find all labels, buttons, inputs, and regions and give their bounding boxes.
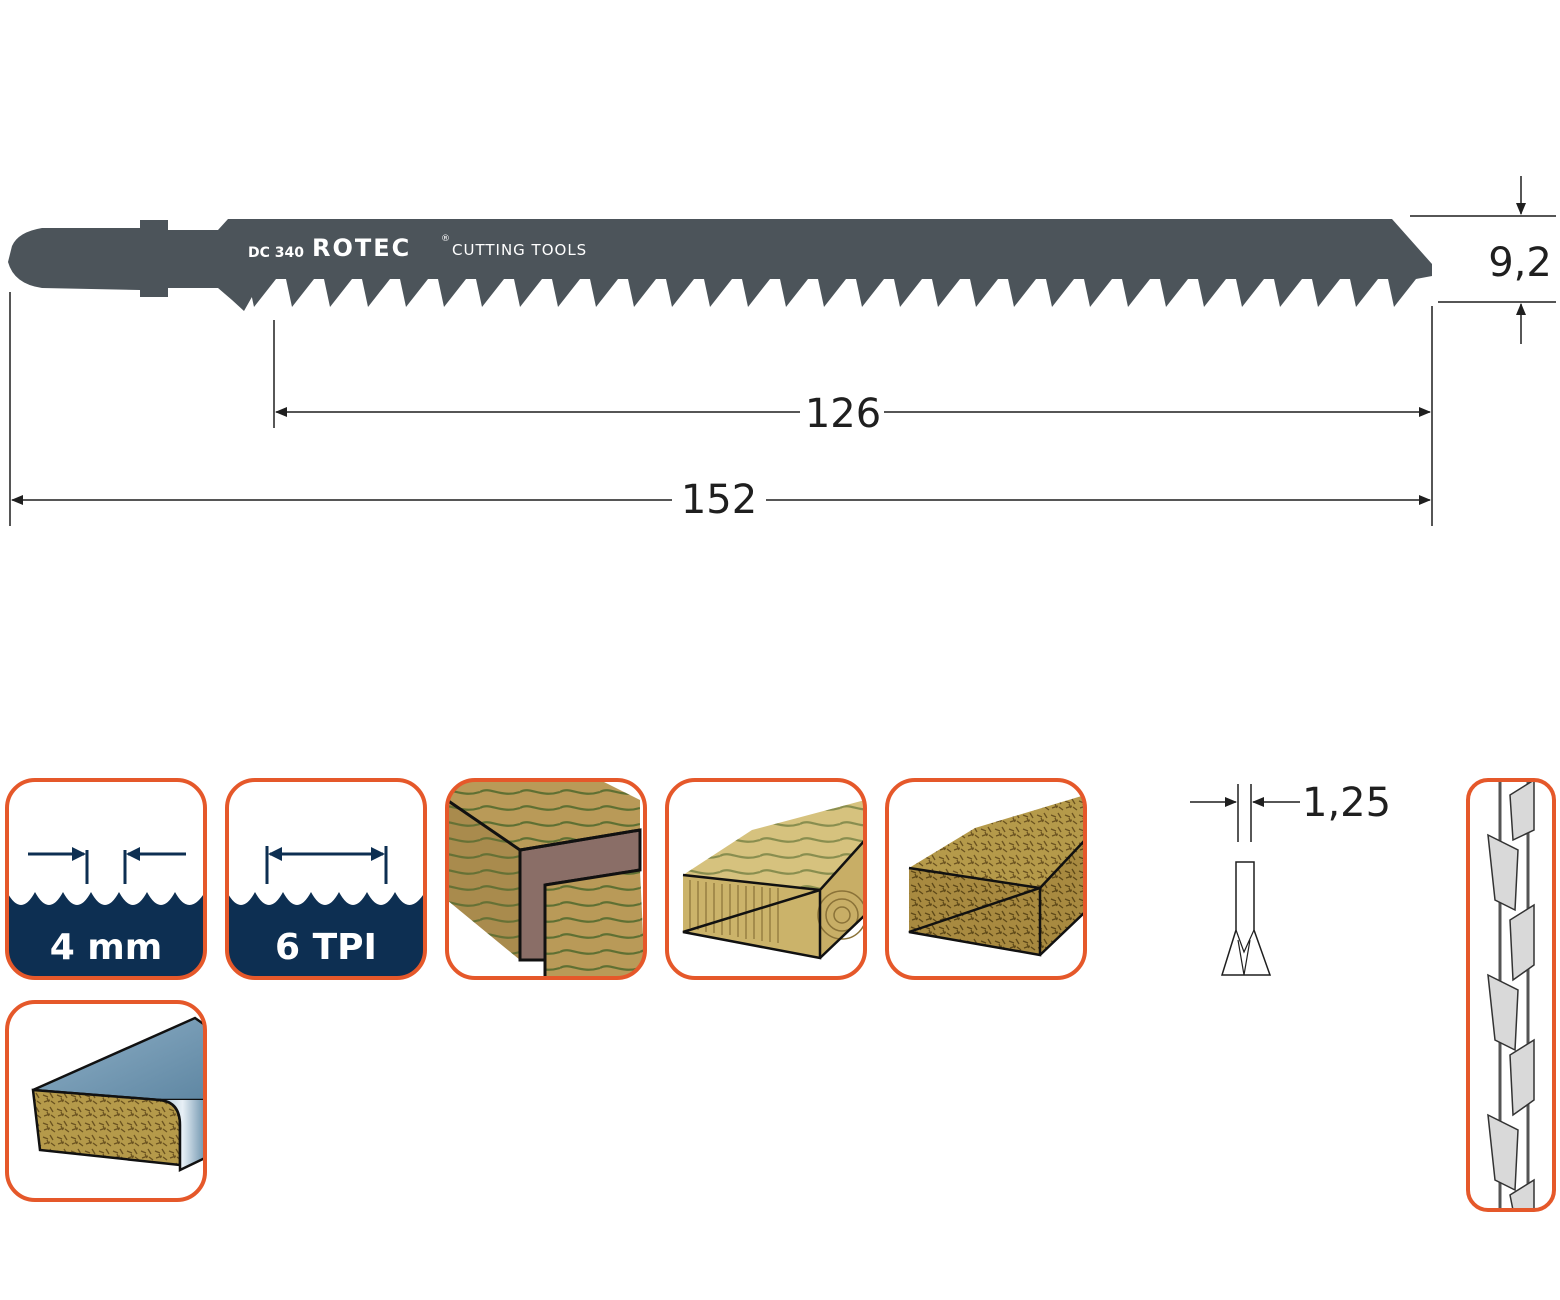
blade-height-label: 9,2 [1488,240,1552,286]
total-length-label: 152 [681,477,757,523]
tpi-icon: 6 TPI [225,778,427,980]
registered-mark: ® [441,234,450,244]
jigsaw-blade: DC 340 ROTEC ® CUTTING TOOLS [8,219,1432,311]
blade-code: DC 340 [248,245,304,261]
tooth-pitch-label: 4 mm [50,927,163,968]
tpi-label: 6 TPI [275,927,377,968]
brand-logo: ROTEC [312,234,411,262]
blade-body [8,219,1432,311]
dimension-annotations [9,176,1556,526]
set-teeth-icon [1466,778,1556,1212]
cutting-length-label: 126 [805,391,881,437]
blade-thickness-icon: 1,25 [1190,780,1391,976]
solid-wood-icon [665,778,867,980]
brand-tagline: CUTTING TOOLS [452,241,587,259]
plywood-joint-icon [445,778,647,980]
tooth-pitch-icon: 4 mm [5,778,207,980]
blade-thickness-label: 1,25 [1302,780,1391,826]
chipboard-icon [885,778,1087,980]
laminated-worktop-icon [5,1000,207,1202]
